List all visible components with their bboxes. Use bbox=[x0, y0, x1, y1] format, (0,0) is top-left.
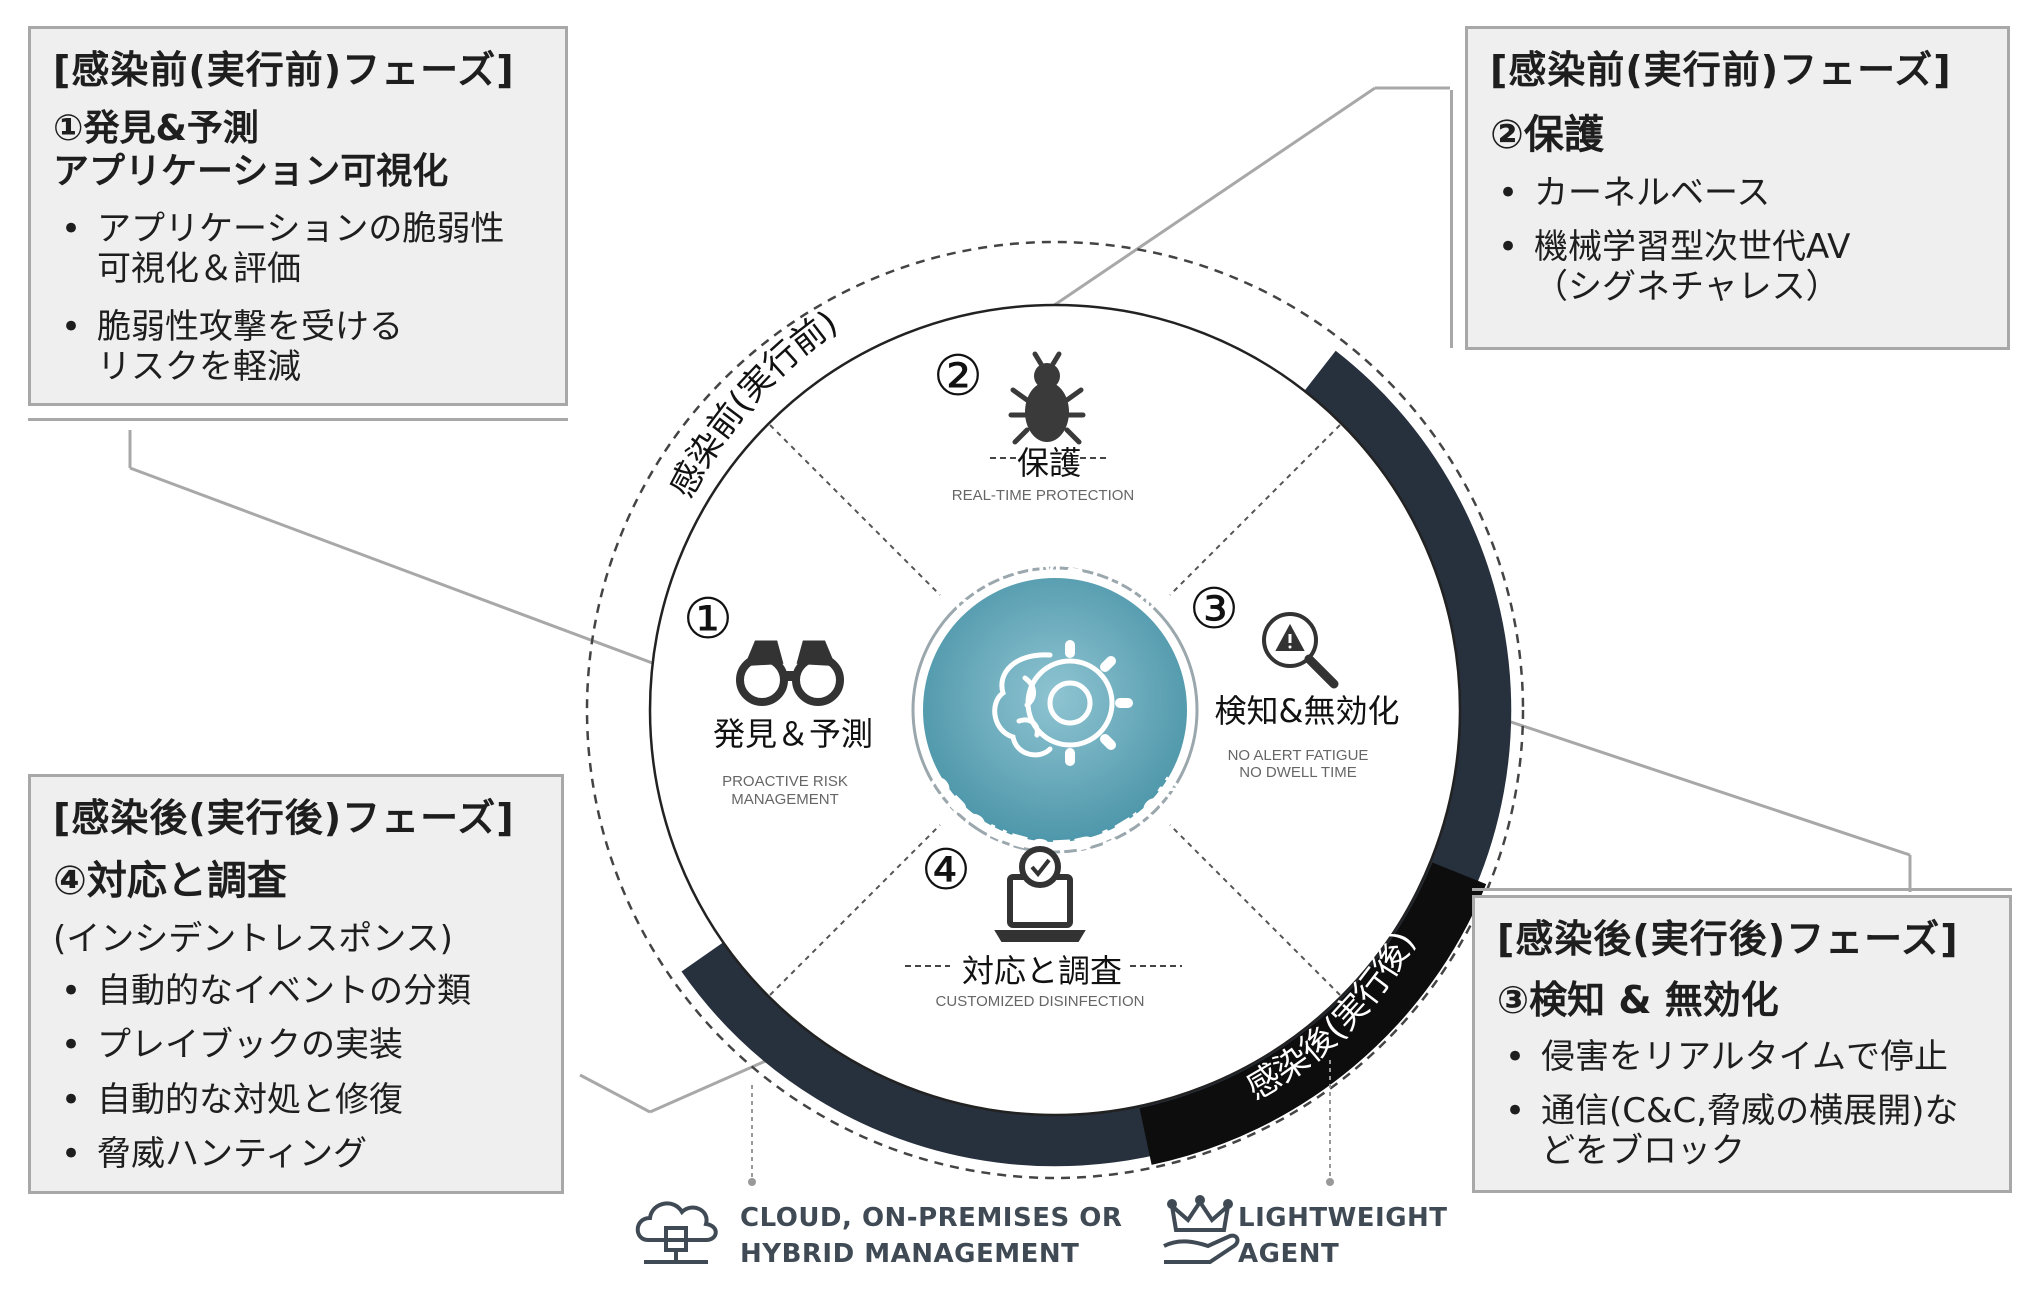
bullet-list: カーネルベース 機械学習型次世代AV （シグネチャレス） bbox=[1490, 173, 1985, 307]
outer-dashed-circle bbox=[585, 240, 1525, 1180]
footer-agent-line1: LIGHTWEIGHT bbox=[1238, 1203, 1448, 1233]
segment-number-4: ④ bbox=[921, 838, 971, 903]
box-paren-note: (インシデントレスポンス) bbox=[53, 918, 453, 959]
divider-line bbox=[1169, 424, 1341, 596]
segment-label-discover: 発見＆予測 bbox=[713, 715, 873, 753]
segment-label-respond: 対応と調査 bbox=[962, 952, 1122, 990]
bullet-list: アプリケーションの脆弱性 可視化＆評価 脆弱性攻撃を受ける リスクを軽減 bbox=[53, 209, 543, 387]
segment-sub-discover-2: MANAGEMENT bbox=[731, 791, 839, 808]
bullet-item: 自動的な対処と修復 bbox=[53, 1080, 539, 1120]
segment-sub-detect-1: NO ALERT FATIGUE bbox=[1228, 747, 1369, 764]
bullet-item: 通信(C&C,脅威の横展開)な どをブロック bbox=[1497, 1091, 1987, 1171]
box-title: ④対応と調査 bbox=[53, 857, 287, 904]
box-protect: [感染前(実行前)フェーズ] ②保護 カーネルベース 機械学習型次世代AV （シ… bbox=[1465, 26, 2010, 350]
box-underline bbox=[28, 418, 568, 421]
center-hub bbox=[923, 578, 1187, 842]
connector-line bbox=[129, 466, 656, 666]
phase-heading: [感染前(実行前)フェーズ] bbox=[53, 48, 515, 92]
box-sideline bbox=[1450, 90, 1453, 348]
box-title: ②保護 bbox=[1490, 111, 1604, 158]
bullet-item: 自動的なイベントの分類 bbox=[53, 971, 539, 1011]
phase-heading: [感染前(実行前)フェーズ] bbox=[1490, 48, 1952, 92]
bullet-item: 侵害をリアルタイムで停止 bbox=[1497, 1037, 1987, 1077]
box-respond-investigate: [感染後(実行後)フェーズ] ④対応と調査 (インシデントレスポンス) 自動的な… bbox=[28, 774, 564, 1194]
phase-heading: [感染後(実行後)フェーズ] bbox=[1497, 917, 1959, 961]
bullet-item: アプリケーションの脆弱性 可視化＆評価 bbox=[53, 209, 543, 289]
segment-sub-detect-2: NO DWELL TIME bbox=[1239, 764, 1357, 781]
laptop-check-icon bbox=[994, 846, 1086, 942]
box-discover-predict: [感染前(実行前)フェーズ] ①発見&予測 アプリケーション可視化 アプリケーシ… bbox=[28, 26, 568, 406]
cloud-server-icon bbox=[635, 1201, 718, 1264]
footer-management-line1: CLOUD, ON-PREMISES OR bbox=[740, 1203, 1123, 1233]
segment-label-protect: 保護 bbox=[1017, 444, 1081, 482]
box-detect-neutralize: [感染後(実行後)フェーズ] ③検知 & 無効化 侵害をリアルタイムで停止 通信… bbox=[1472, 895, 2012, 1193]
binoculars-icon bbox=[736, 640, 844, 706]
bullet-list: 自動的なイベントの分類 プレイブックの実装 自動的な対処と修復 脅威ハンティング bbox=[53, 971, 539, 1174]
box-title: ①発見&予測 bbox=[53, 107, 259, 149]
segment-sub-discover-1: PROACTIVE RISK bbox=[722, 773, 848, 790]
segment-number-1: ① bbox=[683, 587, 733, 652]
bullet-item: 脅威ハンティング bbox=[53, 1134, 539, 1174]
brain-gear-icon bbox=[992, 640, 1133, 766]
footer-management-line2: HYBRID MANAGEMENT bbox=[740, 1239, 1080, 1270]
footer-agent-line2: AGENT bbox=[1238, 1239, 1340, 1270]
segment-label-detect: 検知&無効化 bbox=[1215, 692, 1400, 730]
segment-number-3: ③ bbox=[1189, 577, 1239, 642]
magnifier-alert-icon bbox=[1262, 612, 1339, 689]
bullet-item: プレイブックの実装 bbox=[53, 1025, 539, 1065]
bullet-item: カーネルベース bbox=[1490, 173, 1985, 213]
bullet-item: 脆弱性攻撃を受ける リスクを軽減 bbox=[53, 307, 543, 387]
footer-dot bbox=[748, 1178, 756, 1186]
bullet-item: 機械学習型次世代AV （シグネチャレス） bbox=[1490, 227, 1985, 307]
bullet-list: 侵害をリアルタイムで停止 通信(C&C,脅威の横展開)な どをブロック bbox=[1497, 1037, 1987, 1171]
divider-line bbox=[769, 824, 941, 996]
segment-number-2: ② bbox=[933, 344, 983, 409]
segment-sub-respond: CUSTOMIZED DISINFECTION bbox=[936, 993, 1145, 1010]
box-title: ③検知 & 無効化 bbox=[1497, 977, 1779, 1022]
bug-icon bbox=[1008, 351, 1086, 445]
footer-dot bbox=[1326, 1178, 1334, 1186]
phase-heading: [感染後(実行後)フェーズ] bbox=[53, 796, 515, 840]
footer-agent-label: LIGHTWEIGHT AGENT bbox=[1238, 1200, 1448, 1273]
segment-sub-protect: REAL-TIME PROTECTION bbox=[952, 487, 1135, 504]
post-phase-tag bbox=[1139, 862, 1487, 1165]
connector-line bbox=[579, 1073, 651, 1114]
footer-management-label: CLOUD, ON-PREMISES OR HYBRID MANAGEMENT bbox=[740, 1200, 1122, 1273]
divider-line bbox=[1169, 824, 1341, 996]
divider-line bbox=[769, 424, 941, 596]
crown-hand-icon bbox=[1163, 1195, 1240, 1264]
connector-line bbox=[1444, 698, 1911, 857]
connector-line bbox=[1049, 86, 1376, 310]
box-overline bbox=[1472, 888, 2012, 891]
box-subtitle: アプリケーション可視化 bbox=[53, 150, 449, 192]
